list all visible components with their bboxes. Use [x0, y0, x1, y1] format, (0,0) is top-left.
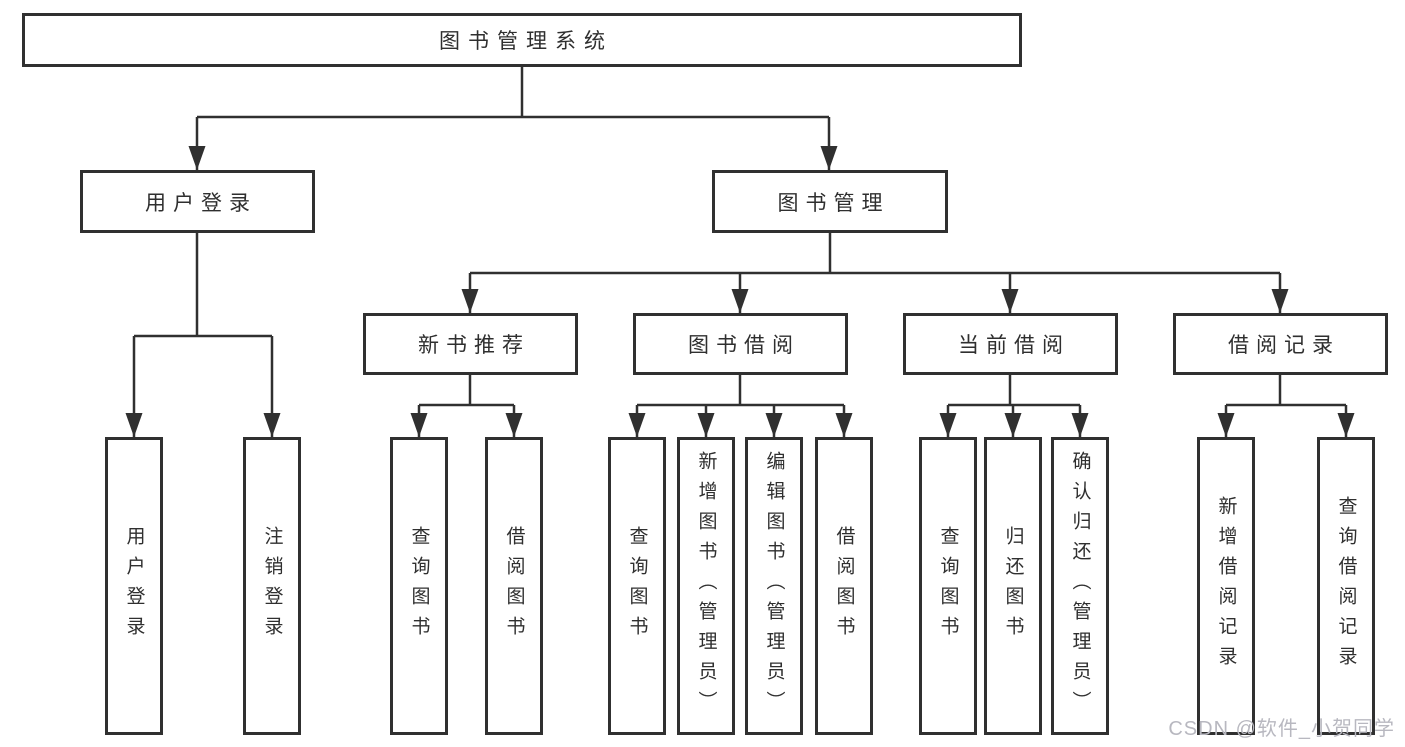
connector-book-management [461, 233, 1289, 313]
leaf-user-login: 用户登录 [105, 437, 163, 735]
leaf-query-book-recommend: 查询图书 [390, 437, 448, 735]
leaf-query-book-borrow: 查询图书 [608, 437, 666, 735]
connector-current-borrowing [939, 375, 1089, 437]
node-root: 图书管理系统 [22, 13, 1022, 67]
leaf-query-borrow-record-label: 查询借阅记录 [1335, 496, 1357, 676]
leaf-add-borrow-record-label: 新增借阅记录 [1215, 496, 1237, 676]
leaf-return-book-label: 归还图书 [1002, 526, 1024, 646]
connector-user-login [125, 233, 281, 437]
leaf-add-book-admin: 新增图书（管理员） [677, 437, 735, 735]
leaf-query-book-recommend-label: 查询图书 [408, 526, 430, 646]
leaf-borrow-book-recommend-label: 借阅图书 [503, 526, 525, 646]
leaf-query-book-current-label: 查询图书 [937, 526, 959, 646]
leaf-query-book-borrow-label: 查询图书 [626, 526, 648, 646]
leaf-add-book-admin-label: 新增图书（管理员） [695, 451, 717, 721]
connector-book-borrowing [628, 375, 853, 437]
leaf-edit-book-admin: 编辑图书（管理员） [745, 437, 803, 735]
leaf-return-book: 归还图书 [984, 437, 1042, 735]
node-current-borrowing: 当前借阅 [903, 313, 1118, 375]
leaf-edit-book-admin-label: 编辑图书（管理员） [763, 451, 785, 721]
leaf-borrow-book: 借阅图书 [815, 437, 873, 735]
node-new-book-recommend: 新书推荐 [363, 313, 578, 375]
leaf-logout-label: 注销登录 [261, 526, 283, 646]
leaf-confirm-return-admin: 确认归还（管理员） [1051, 437, 1109, 735]
node-borrowing-records: 借阅记录 [1173, 313, 1388, 375]
node-book-borrowing: 图书借阅 [633, 313, 848, 375]
connector-borrowing-records [1217, 375, 1355, 437]
connector-new-book-recommend [410, 375, 523, 437]
leaf-confirm-return-admin-label: 确认归还（管理员） [1069, 451, 1091, 721]
leaf-query-book-current: 查询图书 [919, 437, 977, 735]
connector-root [188, 67, 838, 170]
leaf-borrow-book-label: 借阅图书 [833, 526, 855, 646]
leaf-logout: 注销登录 [243, 437, 301, 735]
node-user-login: 用户登录 [80, 170, 315, 233]
csdn-watermark: CSDN @软件_小贺同学 [1168, 718, 1395, 740]
leaf-query-borrow-record: 查询借阅记录 [1317, 437, 1375, 735]
leaf-borrow-book-recommend: 借阅图书 [485, 437, 543, 735]
node-book-management: 图书管理 [712, 170, 948, 233]
leaf-user-login-label: 用户登录 [123, 526, 145, 646]
leaf-add-borrow-record: 新增借阅记录 [1197, 437, 1255, 735]
